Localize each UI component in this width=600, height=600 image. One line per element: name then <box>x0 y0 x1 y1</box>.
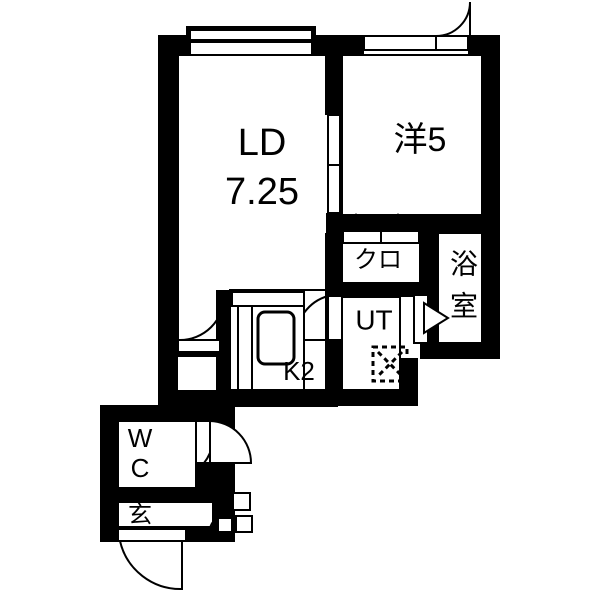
room-label-bathroom-line2: 室 <box>450 290 478 321</box>
walls <box>100 26 500 542</box>
room-label-toilet-line1: W <box>128 423 153 453</box>
meter-box <box>208 515 253 533</box>
room-label-entrance: 玄 <box>128 501 152 528</box>
sliding-door-ld-room5[interactable] <box>327 114 341 214</box>
room-label-utility: UT <box>355 304 392 335</box>
bathroom-door[interactable] <box>413 294 450 344</box>
shoe-box <box>232 492 251 511</box>
bay-window-ld <box>189 29 313 56</box>
entrance-door[interactable] <box>117 528 187 591</box>
room-label-western-room: 洋5 <box>394 121 447 159</box>
corridor-door[interactable] <box>177 295 225 353</box>
closet-hanger-marks <box>342 212 420 244</box>
room-label-ld-line2: 7.25 <box>225 171 299 213</box>
room-label-ld-line1: LD <box>238 122 287 164</box>
room-labels: LD 7.25 洋5 クロ 浴 室 UT K2 W C 玄 <box>128 121 478 528</box>
room-label-closet: クロ <box>354 246 402 273</box>
room-label-bathroom-line1: 浴 <box>450 248 478 279</box>
wc-door[interactable] <box>195 419 253 464</box>
washer-placement <box>371 345 409 383</box>
room-label-kitchen: K2 <box>283 356 315 386</box>
balcony-door-room5[interactable] <box>363 1 471 51</box>
room-label-toilet-line2: C <box>131 453 150 483</box>
kitchen-sink-unit <box>231 291 305 391</box>
